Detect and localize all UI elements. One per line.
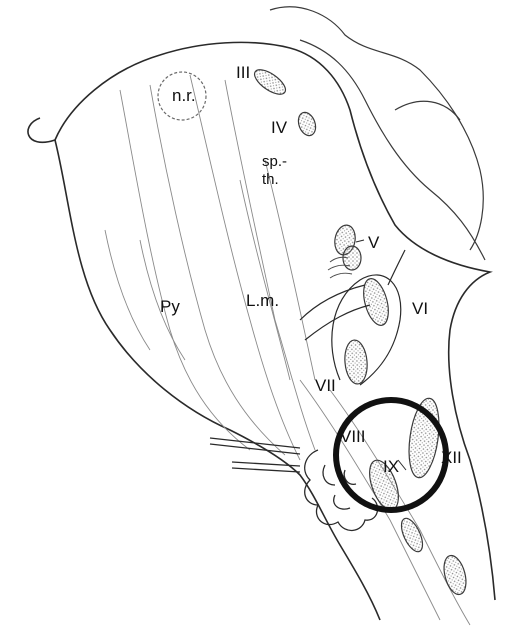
label-iii: III	[236, 63, 250, 82]
pons-outline	[28, 42, 495, 620]
nucleus-vi	[359, 276, 393, 328]
label-spth-2: th.	[262, 171, 279, 188]
nucleus-iii	[251, 65, 290, 99]
label-viii: VIII	[340, 427, 366, 446]
label-vi: VI	[412, 299, 428, 318]
label-xii: XII	[441, 448, 462, 467]
label-spth-1: sp.-	[262, 153, 287, 170]
label-vii: VII	[315, 376, 336, 395]
nucleus-iv	[295, 110, 318, 138]
cerebellum-outline	[270, 7, 485, 260]
label-lm: L.m.	[246, 291, 279, 310]
nucleus-vii	[343, 339, 369, 385]
nerve-rootlets	[210, 438, 300, 472]
nucleus-lower-2	[440, 553, 470, 597]
label-py: Py	[160, 297, 180, 316]
label-ix: IX	[383, 457, 399, 476]
choroid-plexus	[305, 450, 378, 530]
label-iv: IV	[271, 118, 288, 137]
nucleus-v-lower	[343, 246, 361, 270]
label-v: V	[368, 233, 380, 252]
label-nucleus-ruber: n.r.	[172, 86, 196, 105]
